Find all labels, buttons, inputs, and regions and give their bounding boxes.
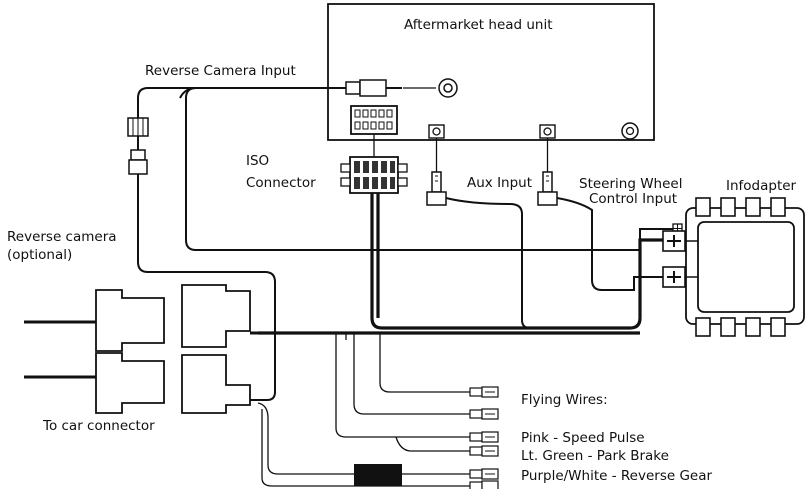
iso-connector: ISO Connector xyxy=(246,134,408,194)
car-connector-label: To car connector xyxy=(42,418,155,434)
iso-label-line2: Connector xyxy=(246,175,316,191)
main-harness xyxy=(258,193,665,335)
reverse-camera-connector xyxy=(127,117,276,401)
aux-socket-icon xyxy=(428,124,445,139)
infodapter: Infodapter xyxy=(662,178,805,337)
flying-wires: Flying Wires: Pink - Speed Pulse Lt. Gre… xyxy=(257,333,712,489)
camera-input-cable xyxy=(137,79,676,251)
steering-cable: Steering Wheel Control Input xyxy=(537,138,682,291)
reverse-camera-label-line2: (optional) xyxy=(7,247,72,263)
spare-socket-icon xyxy=(621,122,639,140)
car-connector-top-left xyxy=(95,289,165,352)
aux-cable: Aux Input xyxy=(426,138,532,329)
flying-wire-label: Purple/White - Reverse Gear xyxy=(521,468,712,484)
flying-wire-terminal-4-icon xyxy=(469,445,499,457)
reverse-camera-label-line1: Reverse camera xyxy=(7,229,117,245)
iso-socket-icon xyxy=(350,105,398,135)
flying-wire-label: Pink - Speed Pulse xyxy=(521,430,645,446)
swc-socket-icon xyxy=(539,124,556,139)
flying-wire-terminal-2-icon xyxy=(469,408,499,420)
flying-wire-terminal-5-icon xyxy=(469,468,499,480)
infodapter-label: Infodapter xyxy=(726,178,797,194)
iso-label-line1: ISO xyxy=(246,153,269,169)
camera-rca-female-icon xyxy=(127,117,149,137)
aux-input-label: Aux Input xyxy=(467,175,532,191)
flying-wires-title: Flying Wires: xyxy=(521,392,608,408)
reverse-camera-input-label: Reverse Camera Input xyxy=(145,63,296,79)
steering-label-line1: Steering Wheel xyxy=(579,176,682,192)
head-unit-label: Aftermarket head unit xyxy=(404,17,553,33)
rca-plug-icon xyxy=(345,79,402,97)
car-connector-bottom-left xyxy=(95,352,165,414)
flying-wire-terminal-6-icon xyxy=(469,480,499,489)
swc-jack-plug-icon xyxy=(537,171,558,206)
inline-fuse-holder xyxy=(354,464,402,486)
flying-wire-label: Lt. Green - Park Brake xyxy=(521,448,669,464)
car-connector-bottom-right xyxy=(181,354,251,414)
car-connectors: To car connector xyxy=(24,284,258,434)
steering-label-line2: Control Input xyxy=(589,191,677,207)
head-unit: Aftermarket head unit xyxy=(327,3,655,141)
camera-rca-jack-icon xyxy=(438,78,458,98)
flying-wire-terminal-1-icon xyxy=(469,386,499,398)
car-connector-top-right xyxy=(181,284,251,348)
camera-rca-male-icon xyxy=(128,149,148,175)
aux-jack-plug-icon xyxy=(426,171,447,206)
flying-wire-terminal-3-icon xyxy=(469,431,499,443)
